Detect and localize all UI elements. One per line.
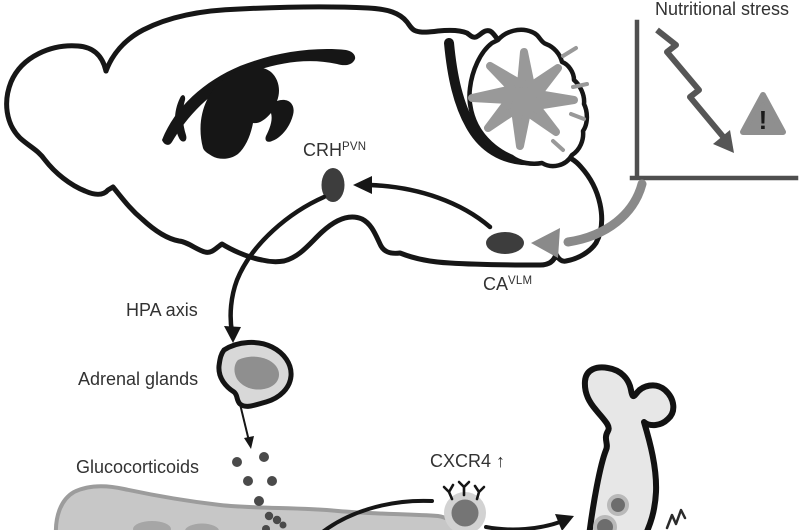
ca-to-crh-arrow — [367, 182, 493, 230]
hpa-axis-arrow — [228, 194, 327, 335]
warning-exclamation: ! — [759, 105, 768, 135]
label-cxcr4: CXCR4 ↑ — [430, 451, 506, 471]
cxcr4-receptor-icon — [442, 480, 486, 501]
cxcr4-cell-nucleus — [451, 499, 479, 527]
adrenal-core-shape — [234, 356, 280, 390]
brain-top-outline — [103, 4, 502, 74]
vessel-cell — [185, 523, 219, 530]
cerebellum-arbor — [468, 48, 578, 150]
hpa-axis-arrowhead — [224, 326, 241, 343]
ca-sup-text: VLM — [508, 275, 533, 287]
cerebellum-fissure-lines — [551, 46, 589, 152]
decline-arrowhead — [713, 130, 734, 153]
stress-chart-axes — [629, 19, 799, 181]
bone-shape — [581, 364, 677, 530]
glucocorticoid-dots — [232, 452, 287, 530]
crh-sup-text: PVN — [342, 141, 367, 153]
stress-input-arrow — [563, 179, 647, 247]
warning-icon — [740, 92, 786, 135]
stress-input-arrowhead — [531, 228, 560, 258]
ca-base-text: CA — [483, 274, 509, 294]
blood-vessel-shape — [53, 484, 457, 530]
cell-to-bone-arrowhead — [555, 514, 574, 530]
bone-marrow-cell-nucleus — [611, 498, 625, 512]
bone-marrow-cell-nucleus — [597, 519, 613, 530]
brain-lower-outline — [4, 43, 605, 268]
hippocampus-shape — [200, 67, 294, 159]
ca-vlm-nucleus — [486, 232, 524, 254]
label-adrenal-glands: Adrenal glands — [78, 369, 199, 389]
ventricle-shape — [174, 95, 187, 142]
ca-to-crh-arrowhead — [353, 176, 372, 194]
crh-base-text: CRH — [303, 140, 342, 160]
label-ca-vlm: CAVLM — [483, 274, 533, 295]
vessel-to-cell-arrow — [322, 498, 434, 530]
label-nutritional-stress: Nutritional stress — [654, 0, 790, 19]
label-glucocorticoids: Glucocorticoids — [76, 457, 200, 477]
vessel-cell — [133, 521, 171, 530]
cell-to-bone-arrow — [484, 520, 562, 530]
migration-squiggle-icon — [665, 508, 687, 530]
adrenal-secretion-arrowhead — [244, 436, 254, 449]
decline-arrow-icon — [655, 27, 728, 141]
adrenal-secretion-arrow — [239, 403, 250, 442]
label-crh-pvn: CRHPVN — [303, 140, 367, 161]
label-hpa-axis: HPA axis — [126, 300, 198, 320]
crh-pvn-nucleus — [321, 168, 345, 202]
